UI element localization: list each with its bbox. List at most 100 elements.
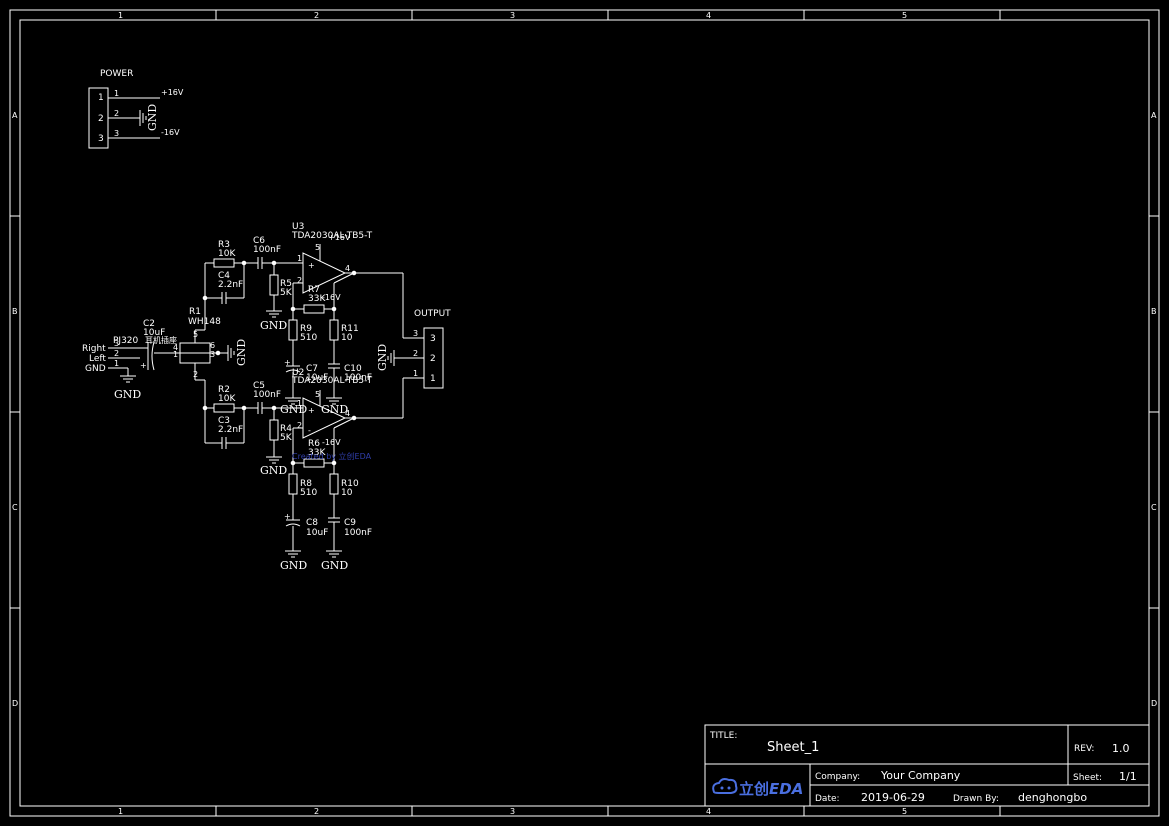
pin-num: 1 xyxy=(413,369,418,378)
drawn-by-value: denghongbo xyxy=(1018,791,1087,804)
pin-num: 1 xyxy=(114,89,119,98)
gnd-label: GND xyxy=(280,559,307,572)
opamp-minus: - xyxy=(308,281,311,290)
r7-ref: R7 xyxy=(308,285,320,295)
pot-pin: 3 xyxy=(210,350,215,359)
jack-label-right: Right xyxy=(82,344,106,354)
opamp-plus: + xyxy=(308,261,315,270)
channel-upper: R3 10K C4 2.2nF C6 100nF R5 5K GND U3 TD… xyxy=(202,222,424,416)
pot-pin: 2 xyxy=(193,370,198,379)
u3-neg-rail: -16V xyxy=(322,293,341,302)
pin-label: 1 xyxy=(98,93,104,103)
pin-label: 1 xyxy=(430,374,436,384)
jack-pin: 3 xyxy=(114,339,119,348)
row-label: D xyxy=(12,699,18,708)
sheet-title: Sheet_1 xyxy=(767,740,819,755)
company-value: Your Company xyxy=(880,769,961,782)
col-label: 2 xyxy=(314,807,319,816)
r10-ref: R10 xyxy=(341,479,359,489)
jack-pin: 1 xyxy=(114,359,119,368)
c5-value: 100nF xyxy=(253,390,281,400)
jack-name: PJ320 xyxy=(113,336,139,346)
polarity-plus: + xyxy=(284,512,291,521)
col-label: 4 xyxy=(706,11,711,20)
opamp-plus: + xyxy=(308,406,315,415)
r11-ref: R11 xyxy=(341,324,359,334)
opamp-pin: 1 xyxy=(297,399,302,408)
r8-ref: R8 xyxy=(300,479,312,489)
logo-cn: 立创 xyxy=(739,780,769,798)
c7-value: 10uF xyxy=(306,373,328,383)
row-label: B xyxy=(1151,307,1157,316)
date-label: Date: xyxy=(815,794,840,804)
gnd-label: GND xyxy=(280,403,307,416)
lceda-logo: 立创 EDA xyxy=(712,778,803,798)
gnd-label: GND xyxy=(114,388,141,401)
c4-value: 2.2nF xyxy=(218,280,243,290)
opamp-pin: 4 xyxy=(345,264,350,273)
drawn-by-label: Drawn By: xyxy=(953,794,999,804)
u3-value: TDA2030AL-TB5-T xyxy=(291,231,373,241)
pot-r1: R1 WH148 5 4 1 6 3 2 GND xyxy=(173,307,248,381)
opamp-pin: 5 xyxy=(315,243,320,252)
r2-ref: R2 xyxy=(218,385,230,395)
gnd-label: GND xyxy=(260,319,287,332)
pin-label: 2 xyxy=(430,354,436,364)
row-label: D xyxy=(1151,699,1157,708)
col-label: 3 xyxy=(510,807,515,816)
pin-num: 3 xyxy=(114,129,119,138)
pin-num: 2 xyxy=(413,349,418,358)
pin-num: 2 xyxy=(114,109,119,118)
u2-value: TDA2030AL-TB5-T xyxy=(291,376,373,386)
blue-note: Created by 立创EDA xyxy=(292,451,372,461)
jack-label-gnd: GND xyxy=(85,364,106,374)
r1-ref: R1 xyxy=(189,307,201,317)
pot-pin: 1 xyxy=(173,350,178,359)
r7-value: 33K xyxy=(308,294,326,304)
gnd-symbol-label: GND xyxy=(235,339,248,366)
c9-value: 100nF xyxy=(344,528,372,538)
opamp-pin: 5 xyxy=(315,390,320,399)
c6-value: 100nF xyxy=(253,245,281,255)
r4-value: 5K xyxy=(280,433,293,443)
row-label: C xyxy=(1151,503,1157,512)
sheet-frame: 1 2 3 4 5 1 2 3 4 5 A B C D A B C D xyxy=(9,9,1160,817)
r3-value: 10K xyxy=(218,249,236,259)
channel-lower: R2 10K C3 2.2nF C5 100nF R4 5K GND U2 TD… xyxy=(202,368,424,572)
r6-ref: R6 xyxy=(308,439,320,449)
pin-num: 3 xyxy=(413,329,418,338)
col-label: 3 xyxy=(510,11,515,20)
c2-value: 10uF xyxy=(143,328,165,338)
title-label: TITLE: xyxy=(709,731,737,741)
u2-neg-rail: -16V xyxy=(322,438,341,447)
c3-ref: C3 xyxy=(218,416,230,426)
pin-label: 3 xyxy=(98,134,104,144)
col-label: 1 xyxy=(118,807,123,816)
r11-value: 10 xyxy=(341,333,353,343)
pin-label: 3 xyxy=(430,334,436,344)
jack-label-left: Left xyxy=(89,354,106,364)
opamp-minus: - xyxy=(308,426,311,435)
c7-ref: C7 xyxy=(306,364,318,374)
net-pos-16v: +16V xyxy=(161,88,184,97)
output-title: OUTPUT xyxy=(414,309,451,319)
c5-ref: C5 xyxy=(253,381,265,391)
u2-ref: U2 xyxy=(292,368,304,378)
gnd-symbol-label: GND xyxy=(146,104,159,131)
r4-ref: R4 xyxy=(280,424,292,434)
pot-pin: 4 xyxy=(173,343,178,352)
opamp-pin: 2 xyxy=(297,421,302,430)
sheet-label: Sheet: xyxy=(1073,773,1102,783)
pot-pin: 6 xyxy=(210,341,215,350)
c9-ref: C9 xyxy=(344,518,356,528)
power-title: POWER xyxy=(100,69,133,79)
u3-ref: U3 xyxy=(292,222,304,232)
col-label: 2 xyxy=(314,11,319,20)
output-connector: OUTPUT 3 2 1 3 2 1 GND xyxy=(376,309,451,389)
c10-value: 100nF xyxy=(344,373,372,383)
r3-ref: R3 xyxy=(218,240,230,250)
r5-value: 5K xyxy=(280,288,293,298)
pin-label: 2 xyxy=(98,114,104,124)
r5-ref: R5 xyxy=(280,279,292,289)
